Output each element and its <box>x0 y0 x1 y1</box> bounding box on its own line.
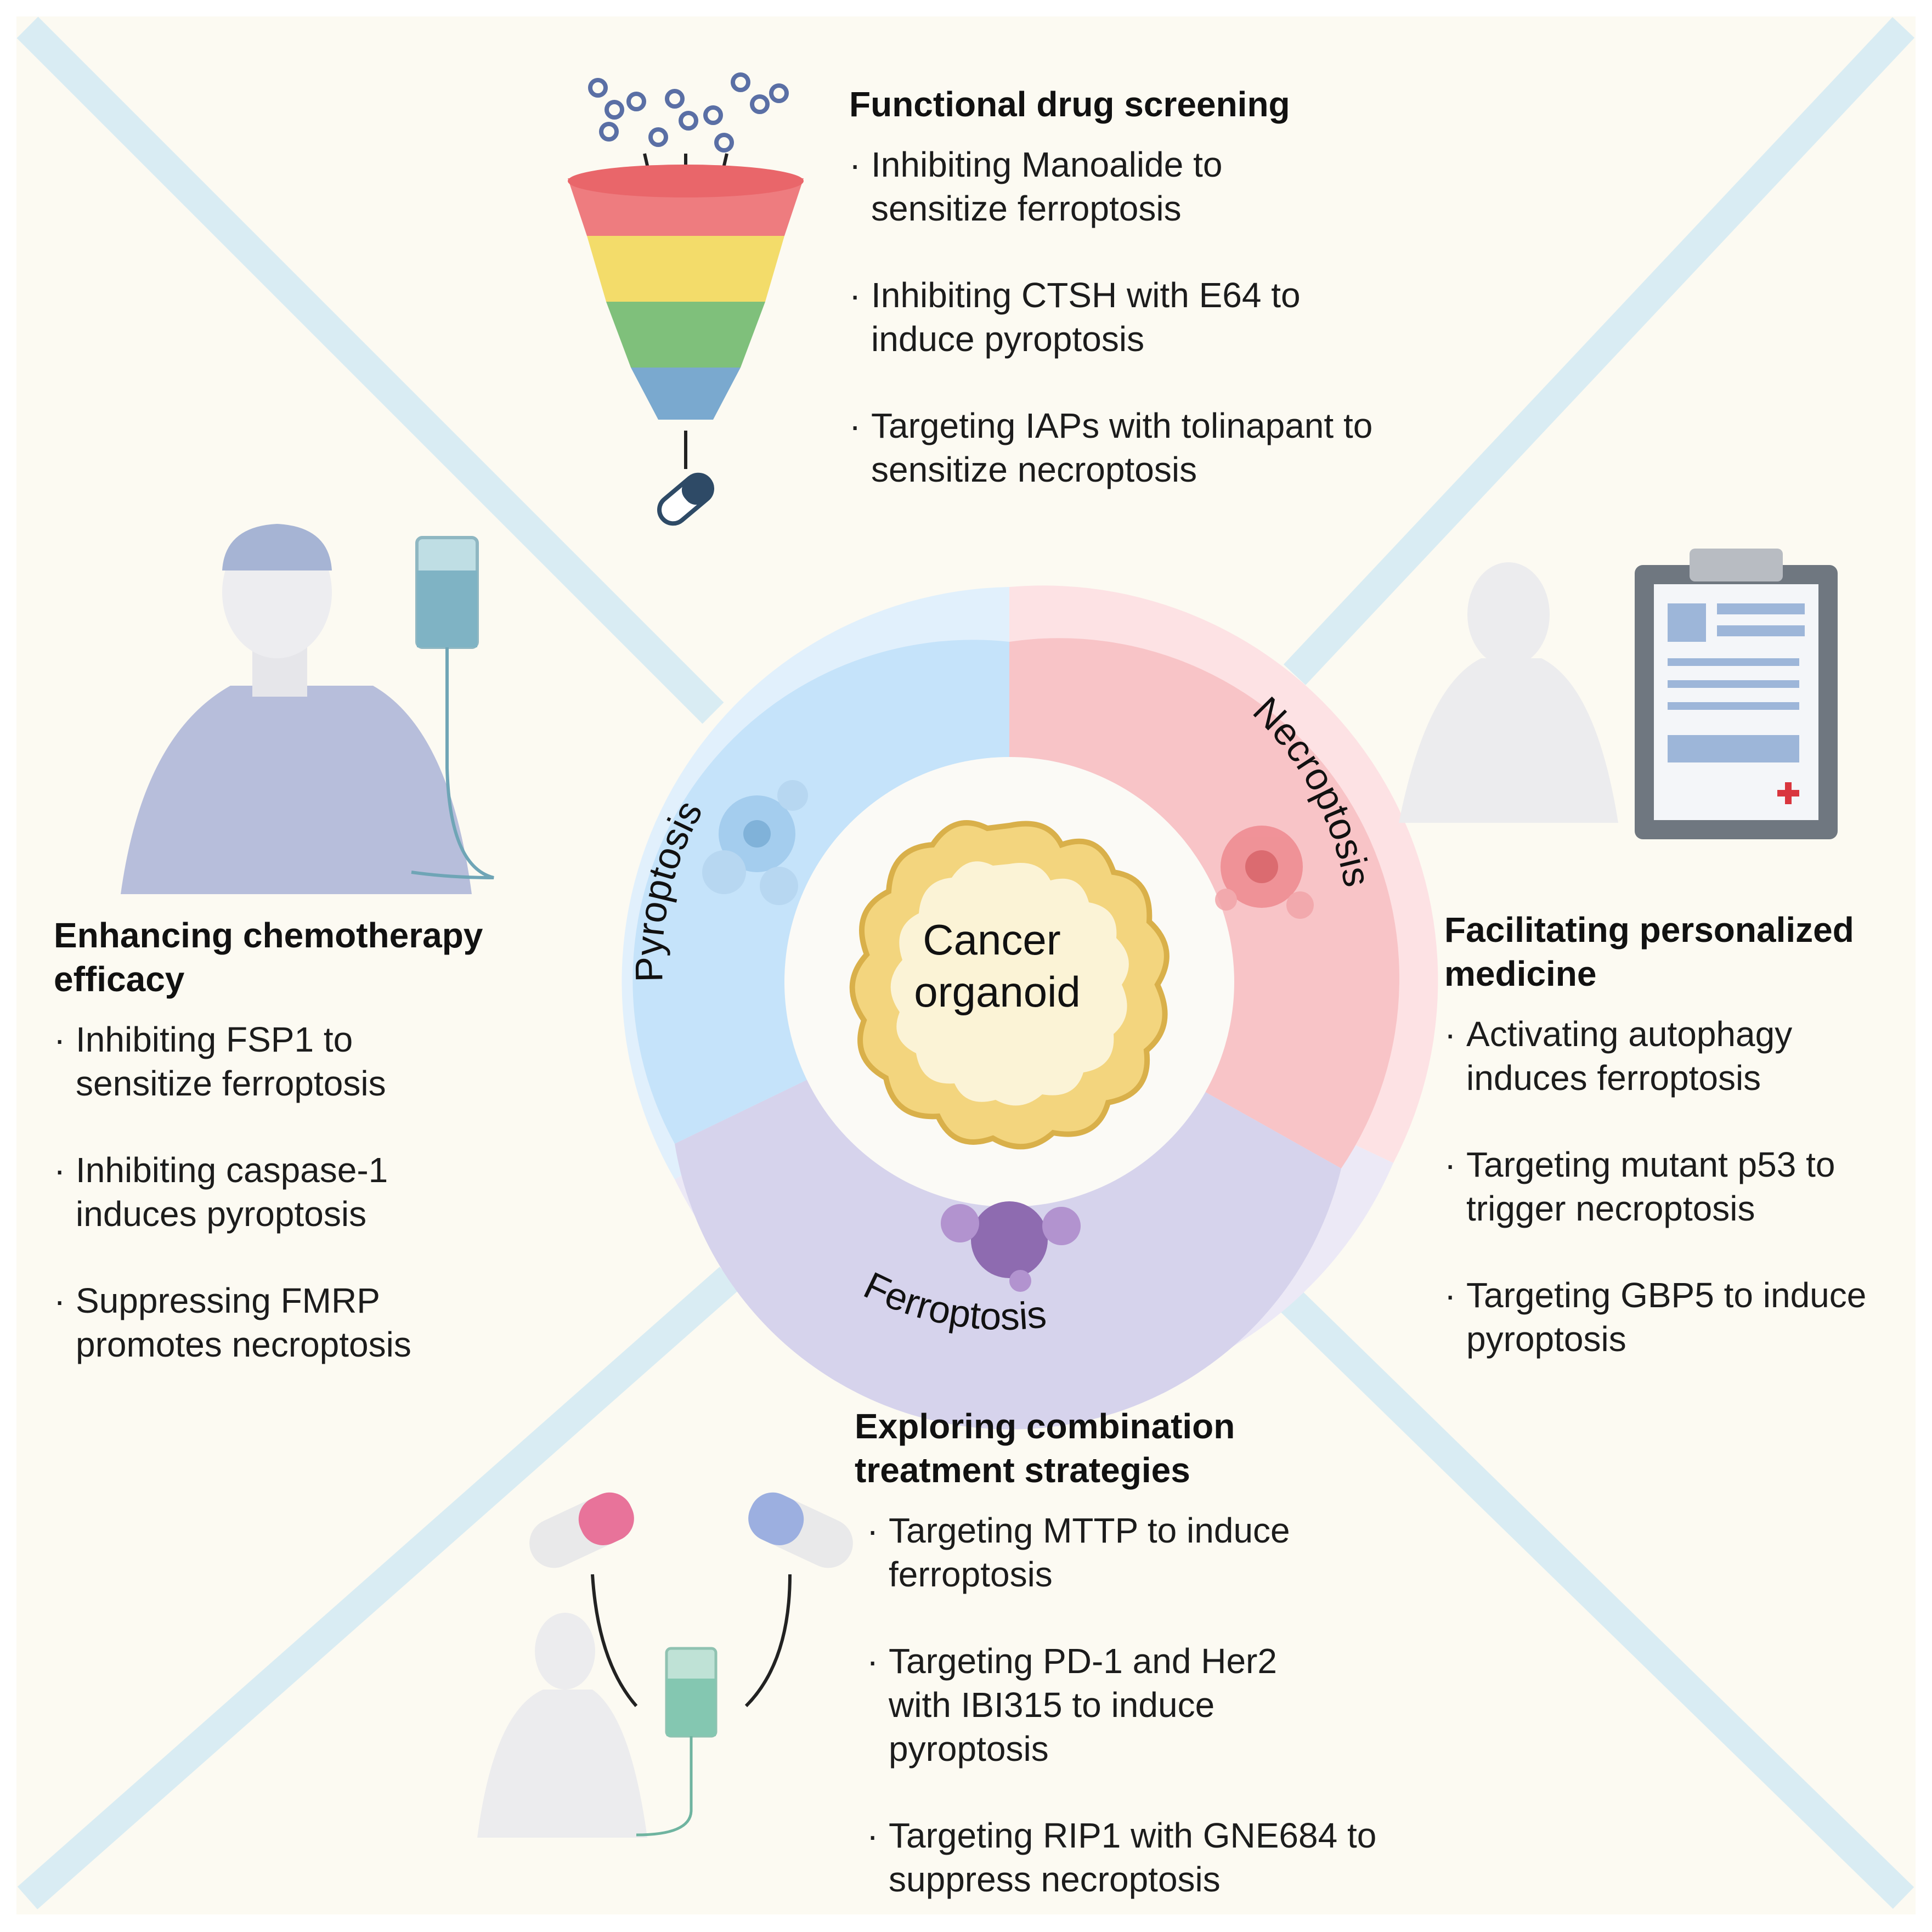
list-item: Activating autophagy induces ferroptosis <box>1444 1012 1883 1100</box>
section-heading-left: Enhancing chemotherapy efficacy <box>54 916 483 999</box>
section-functional-drug-screening: Functional drug screening Inhibiting Man… <box>849 82 1453 492</box>
diagonal-band-left-bottom <box>17 1267 740 1910</box>
combination-therapy-icon <box>477 1492 853 1838</box>
drug-screening-funnel-icon <box>568 72 804 526</box>
center-label-line2: organoid <box>914 968 1081 1016</box>
pyroptosis-cell-icon <box>702 780 808 905</box>
section-heading-top: Functional drug screening <box>849 84 1290 124</box>
cell-death-ring <box>622 585 1438 1430</box>
section-chemotherapy-efficacy: Enhancing chemotherapy efficacy Inhibiti… <box>54 913 558 1366</box>
pink-pill-icon <box>529 1492 634 1568</box>
patient-with-clipboard-icon <box>1399 549 1838 839</box>
section-heading-right: Facilitating personalized medicine <box>1444 910 1854 993</box>
list-item: Inhibiting CTSH with E64 to induce pyrop… <box>849 273 1343 361</box>
center-label-line1: Cancer <box>923 916 1060 964</box>
diagonal-band-left-top <box>16 16 724 724</box>
list-item: Targeting mutant p53 to trigger necropto… <box>1444 1143 1927 1230</box>
list-item: Targeting RIP1 with GNE684 to suppress n… <box>867 1814 1382 1901</box>
section-personalized-medicine: Facilitating personalized medicine Activ… <box>1444 908 1916 1361</box>
blue-pill-icon <box>748 1492 853 1568</box>
list-item: Inhibiting Manoalide to sensitize ferrop… <box>849 143 1310 230</box>
section-heading-bottom: Exploring combination treatment strategi… <box>855 1406 1235 1490</box>
list-item: Targeting IAPs with tolinapant to sensit… <box>849 404 1420 492</box>
list-item: Suppressing FMRP promotes necroptosis <box>54 1279 493 1366</box>
pill-icon <box>657 472 714 526</box>
molecules-icon <box>588 72 789 152</box>
list-item: Inhibiting FSP1 to sensitize ferroptosis <box>54 1018 493 1105</box>
diagonal-band-right-top <box>1283 17 1915 685</box>
diagonal-band-right-bottom <box>1245 1256 1914 1909</box>
section-combination-strategies: Exploring combination treatment strategi… <box>855 1404 1403 1901</box>
patient-with-iv-icon <box>121 524 494 894</box>
ferroptosis-cell-icon <box>941 1201 1081 1292</box>
necroptosis-cell-icon <box>1215 826 1314 919</box>
list-item: Inhibiting caspase-1 induces pyroptosis <box>54 1148 493 1236</box>
list-item: Targeting PD-1 and Her2 with IBI315 to i… <box>867 1639 1338 1771</box>
list-item: Targeting GBP5 to induce pyroptosis <box>1444 1273 1927 1361</box>
cancer-organoid-icon <box>849 820 1170 1150</box>
list-item: Targeting MTTP to induce ferroptosis <box>867 1509 1360 1596</box>
